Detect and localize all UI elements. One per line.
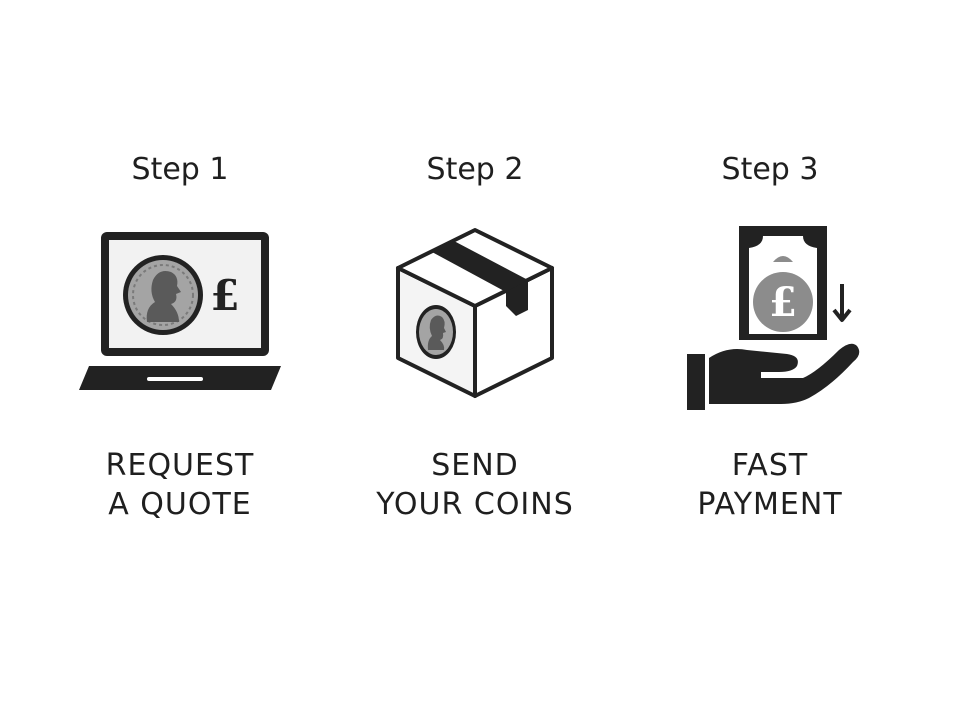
- step-1-heading: Step 1: [131, 152, 229, 187]
- step-1: Step 1 £ REQUEST A QUOTE: [55, 0, 305, 727]
- step-1-caption-line-2: A QUOTE: [108, 487, 252, 522]
- step-2: Step 2 SEND YOUR COINS: [350, 0, 600, 727]
- laptop-coin-icon: £: [79, 232, 281, 390]
- step-2-caption: SEND YOUR COINS: [350, 446, 600, 524]
- step-3-heading: Step 3: [721, 152, 819, 187]
- hand-payment-icon: £: [687, 226, 860, 410]
- step-3-caption: FAST PAYMENT: [645, 446, 895, 524]
- step-2-caption-line-1: SEND: [431, 448, 519, 483]
- pound-sign-icon: £: [769, 279, 797, 326]
- step-3: Step 3 £ FAST PAYMENT: [645, 0, 895, 727]
- coin-box-icon: [396, 228, 554, 398]
- step-1-caption: REQUEST A QUOTE: [55, 446, 305, 524]
- pound-sign-icon: £: [210, 271, 239, 320]
- step-3-caption-line-1: FAST: [731, 448, 809, 483]
- step-3-caption-line-2: PAYMENT: [697, 487, 843, 522]
- step-2-heading: Step 2: [426, 152, 524, 187]
- step-1-caption-line-1: REQUEST: [105, 448, 255, 483]
- step-2-caption-line-2: YOUR COINS: [376, 487, 574, 522]
